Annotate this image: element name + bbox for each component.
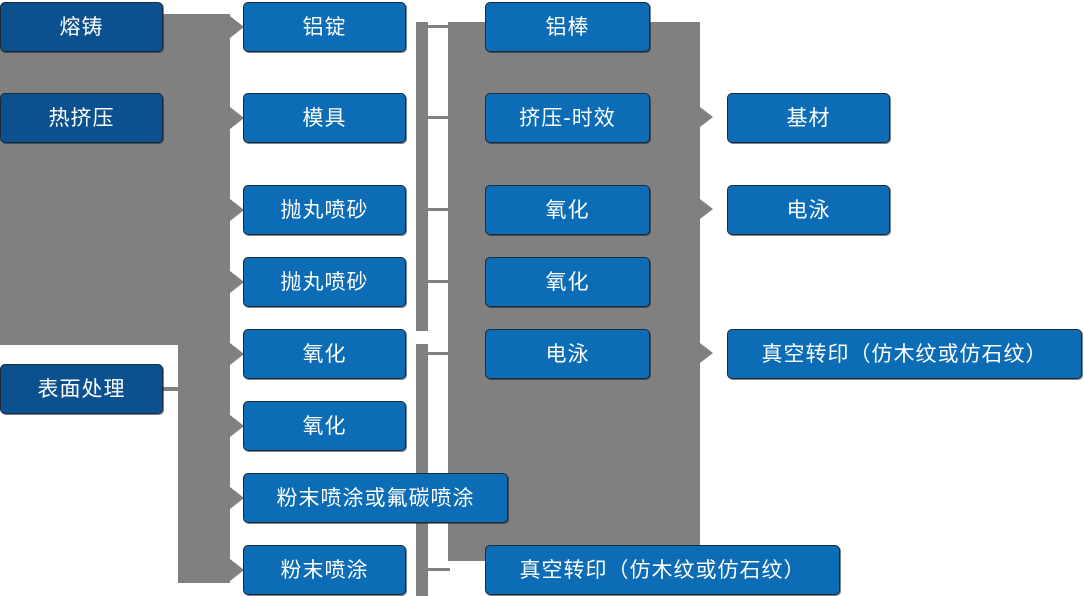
material-box-powder-coating[interactable]: 粉末喷涂: [243, 545, 406, 595]
connector-ladder-rung-5: [428, 352, 450, 355]
output-box-label: 基材: [786, 105, 831, 130]
arrow-to-o-2: [700, 199, 713, 219]
process-box-label: 铝棒: [545, 14, 590, 39]
connector-ladder-rung-2: [428, 116, 450, 119]
arrow-to-m-8: [230, 559, 244, 581]
material-box-oxidation-2[interactable]: 氧化: [243, 401, 406, 451]
material-box-label: 粉末喷涂: [280, 557, 369, 582]
stage-box-label: 表面处理: [37, 376, 126, 401]
arrow-to-m-6: [230, 415, 244, 437]
output-box-base-material[interactable]: 基材: [727, 93, 890, 143]
material-box-label: 铝锭: [302, 14, 347, 39]
output-box-label: 真空转印（仿木纹或仿石纹）: [761, 341, 1048, 366]
arrow-to-m-3: [230, 199, 244, 221]
connector-ladder-rung-6: [428, 568, 450, 571]
connector-ladder-rung-4: [428, 280, 450, 283]
process-box-label: 氧化: [545, 269, 590, 294]
arrow-to-m-7: [230, 487, 244, 509]
material-box-shot-blasting-2[interactable]: 抛丸喷砂: [243, 257, 406, 307]
material-box-powder-or-fluorocarbon-coating[interactable]: 粉末喷涂或氟碳喷涂: [243, 473, 508, 523]
process-box-oxidation-1[interactable]: 氧化: [485, 185, 650, 235]
process-box-electrophoresis[interactable]: 电泳: [485, 329, 650, 379]
connector-ladder-left-rail-lower: [416, 344, 428, 596]
output-box-label: 电泳: [786, 197, 831, 222]
connector-stage-block-upper: [0, 14, 230, 345]
stage-box-label: 熔铸: [59, 14, 104, 39]
process-box-extrusion-aging[interactable]: 挤压-时效: [485, 93, 650, 143]
process-box-vacuum-transfer-printing[interactable]: 真空转印（仿木纹或仿石纹）: [485, 545, 840, 595]
connector-stage-block-lower: [178, 345, 230, 583]
stage-box-hot-extrusion[interactable]: 热挤压: [0, 93, 163, 143]
stage-box-label: 热挤压: [48, 105, 115, 130]
process-box-label: 氧化: [545, 197, 590, 222]
connector-ladder-left-rail: [416, 22, 428, 331]
material-box-label: 模具: [302, 105, 347, 130]
process-box-label: 真空转印（仿木纹或仿石纹）: [519, 557, 806, 582]
arrow-to-o-3: [700, 343, 713, 363]
connector-ladder-rung-3: [428, 208, 450, 211]
stage-box-surface-treatment[interactable]: 表面处理: [0, 364, 163, 414]
process-box-label: 电泳: [545, 341, 590, 366]
arrow-to-o-1: [700, 107, 713, 127]
material-box-label: 氧化: [302, 413, 347, 438]
material-box-label: 氧化: [302, 341, 347, 366]
output-box-vacuum-transfer-printing[interactable]: 真空转印（仿木纹或仿石纹）: [727, 329, 1082, 379]
material-box-aluminum-ingot[interactable]: 铝锭: [243, 2, 406, 52]
material-box-oxidation-1[interactable]: 氧化: [243, 329, 406, 379]
stage-box-melting-casting[interactable]: 熔铸: [0, 2, 163, 52]
arrow-to-m-1: [230, 16, 244, 38]
material-box-label: 抛丸喷砂: [280, 197, 369, 222]
material-box-label: 粉末喷涂或氟碳喷涂: [276, 485, 475, 510]
material-box-mold[interactable]: 模具: [243, 93, 406, 143]
connector-stage3-stub: [163, 387, 185, 391]
arrow-to-m-4: [230, 271, 244, 293]
process-box-oxidation-2[interactable]: 氧化: [485, 257, 650, 307]
arrow-to-m-5: [230, 343, 244, 365]
process-box-label: 挤压-时效: [519, 105, 616, 130]
arrow-to-m-2: [230, 107, 244, 129]
connector-ladder-rung-1: [428, 25, 450, 28]
material-box-shot-blasting-1[interactable]: 抛丸喷砂: [243, 185, 406, 235]
process-box-aluminum-rod[interactable]: 铝棒: [485, 2, 650, 52]
material-box-label: 抛丸喷砂: [280, 269, 369, 294]
output-box-electrophoresis[interactable]: 电泳: [727, 185, 890, 235]
